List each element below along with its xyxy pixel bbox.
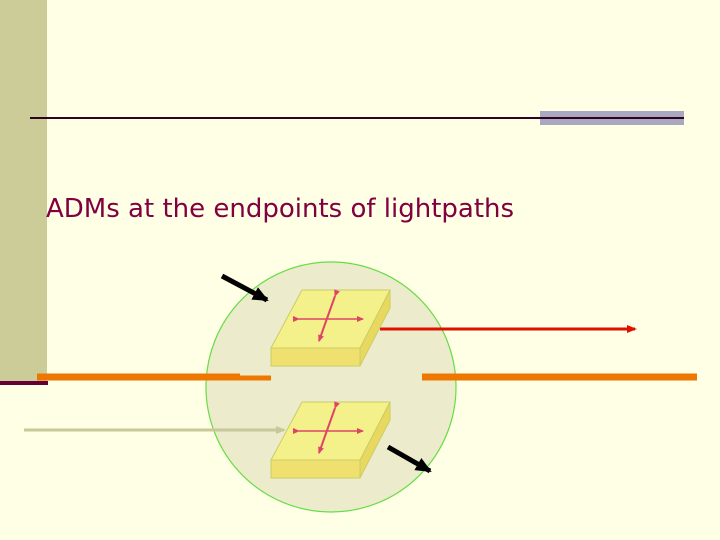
side-bar-foot [0, 381, 48, 385]
black-arrow-in [220, 273, 269, 303]
adm-upper-front [270, 347, 361, 367]
adm-lower [270, 401, 391, 479]
side-bar [0, 0, 47, 382]
adm-lower-arrow-v [318, 401, 340, 454]
adm-upper [270, 289, 391, 367]
top-rule-accent [540, 111, 684, 125]
top-rule [30, 117, 540, 119]
slide-title: ADMs at the endpoints of lightpaths [46, 194, 515, 224]
adm-lower-front [270, 459, 361, 479]
black-arrow-out [386, 444, 432, 474]
adm-upper-arrow-v [318, 289, 340, 342]
fiber-links [37, 373, 697, 381]
